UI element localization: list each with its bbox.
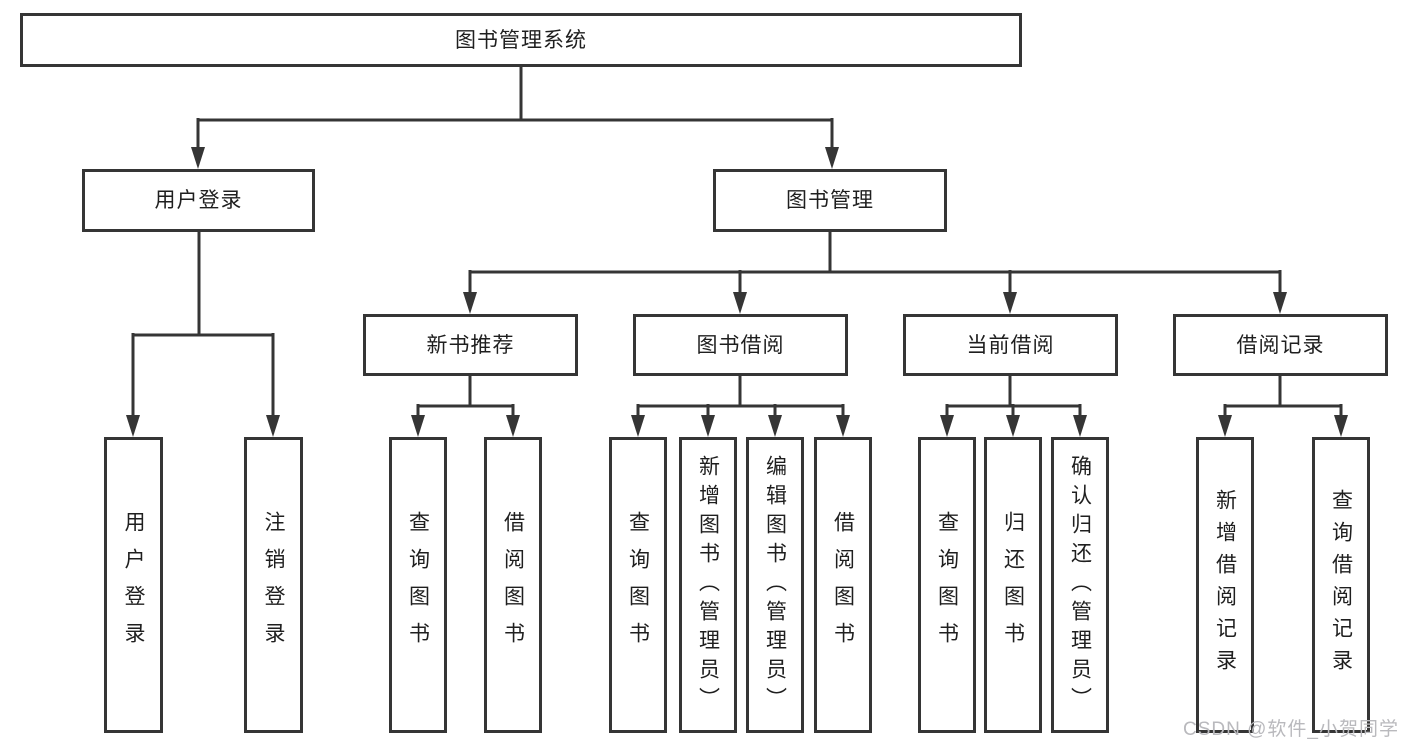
leaf-newbook-borrow-books-label: 借阅图书 — [501, 511, 525, 659]
node-new-book-recommend-label: 新书推荐 — [426, 333, 515, 357]
leaf-borrow-add-books: 新增图书（管理员） — [679, 437, 737, 733]
arrowhead-user-login — [191, 147, 205, 169]
node-new-book-recommend: 新书推荐 — [363, 314, 578, 376]
leaf-borrow-borrow-books-label: 借阅图书 — [831, 511, 855, 659]
node-user-login: 用户登录 — [82, 169, 315, 232]
leaf-newbook-query-books-label: 查询图书 — [406, 511, 430, 659]
arrowhead-leaf-br-query — [1334, 415, 1348, 437]
leaf-newbook-borrow-books: 借阅图书 — [484, 437, 542, 733]
leaf-current-query-books: 查询图书 — [918, 437, 976, 733]
node-book-management-label: 图书管理 — [786, 189, 874, 212]
leaf-borrow-add-books-label: 新增图书（管理员） — [696, 454, 720, 716]
node-book-management: 图书管理 — [713, 169, 947, 232]
node-book-borrow-label: 图书借阅 — [696, 333, 785, 357]
leaf-records-query-record: 查询借阅记录 — [1312, 437, 1370, 733]
arrowhead-leaf-cb-return — [1006, 415, 1020, 437]
leaf-newbook-query-books: 查询图书 — [389, 437, 447, 733]
arrowhead-leaf-cb-confirm — [1073, 415, 1087, 437]
leaf-current-confirm-return: 确认归还（管理员） — [1051, 437, 1109, 733]
node-borrow-records: 借阅记录 — [1173, 314, 1388, 376]
leaf-records-query-record-label: 查询借阅记录 — [1329, 489, 1353, 681]
leaf-records-add-record: 新增借阅记录 — [1196, 437, 1254, 733]
arrowhead-current-borrow — [1003, 292, 1017, 314]
arrowhead-leaf-rec-borrow — [506, 415, 520, 437]
node-current-borrow: 当前借阅 — [903, 314, 1118, 376]
leaf-user-login: 用户登录 — [104, 437, 163, 733]
leaf-borrow-query-books-label: 查询图书 — [626, 511, 650, 659]
node-user-login-label: 用户登录 — [154, 189, 243, 212]
leaf-records-add-record-label: 新增借阅记录 — [1213, 489, 1237, 681]
leaf-logout-label: 注销登录 — [262, 511, 285, 659]
arrowhead-leaf-bb-edit — [768, 415, 782, 437]
arrowhead-leaf-bb-add — [701, 415, 715, 437]
arrowhead-book-mgmt — [825, 147, 839, 169]
arrowhead-leaf-rec-query — [411, 415, 425, 437]
node-current-borrow-label: 当前借阅 — [966, 333, 1055, 357]
node-book-borrow: 图书借阅 — [633, 314, 848, 376]
leaf-borrow-edit-books: 编辑图书（管理员） — [746, 437, 804, 733]
leaf-borrow-borrow-books: 借阅图书 — [814, 437, 872, 733]
leaf-borrow-query-books: 查询图书 — [609, 437, 667, 733]
leaf-current-query-books-label: 查询图书 — [935, 511, 959, 659]
node-root: 图书管理系统 — [20, 13, 1022, 67]
csdn-watermark: CSDN @软件_小贺同学 — [1183, 719, 1399, 740]
arrowhead-leaf-logout — [266, 415, 280, 437]
leaf-borrow-edit-books-label: 编辑图书（管理员） — [763, 454, 787, 716]
node-borrow-records-label: 借阅记录 — [1236, 333, 1325, 357]
arrowhead-new-book-rec — [463, 292, 477, 314]
arrowhead-leaf-bb-query — [631, 415, 645, 437]
arrowhead-book-borrow — [733, 292, 747, 314]
arrowhead-leaf-user-login — [126, 415, 140, 437]
leaf-current-return-books-label: 归还图书 — [1001, 511, 1025, 659]
leaf-current-return-books: 归还图书 — [984, 437, 1042, 733]
node-root-label: 图书管理系统 — [455, 28, 587, 52]
arrowhead-leaf-bb-borrow — [836, 415, 850, 437]
leaf-user-login-label: 用户登录 — [122, 511, 145, 659]
arrowhead-leaf-cb-query — [940, 415, 954, 437]
arrowhead-leaf-br-add — [1218, 415, 1232, 437]
arrowhead-borrow-records — [1273, 292, 1287, 314]
leaf-logout: 注销登录 — [244, 437, 303, 733]
leaf-current-confirm-return-label: 确认归还（管理员） — [1068, 454, 1092, 716]
